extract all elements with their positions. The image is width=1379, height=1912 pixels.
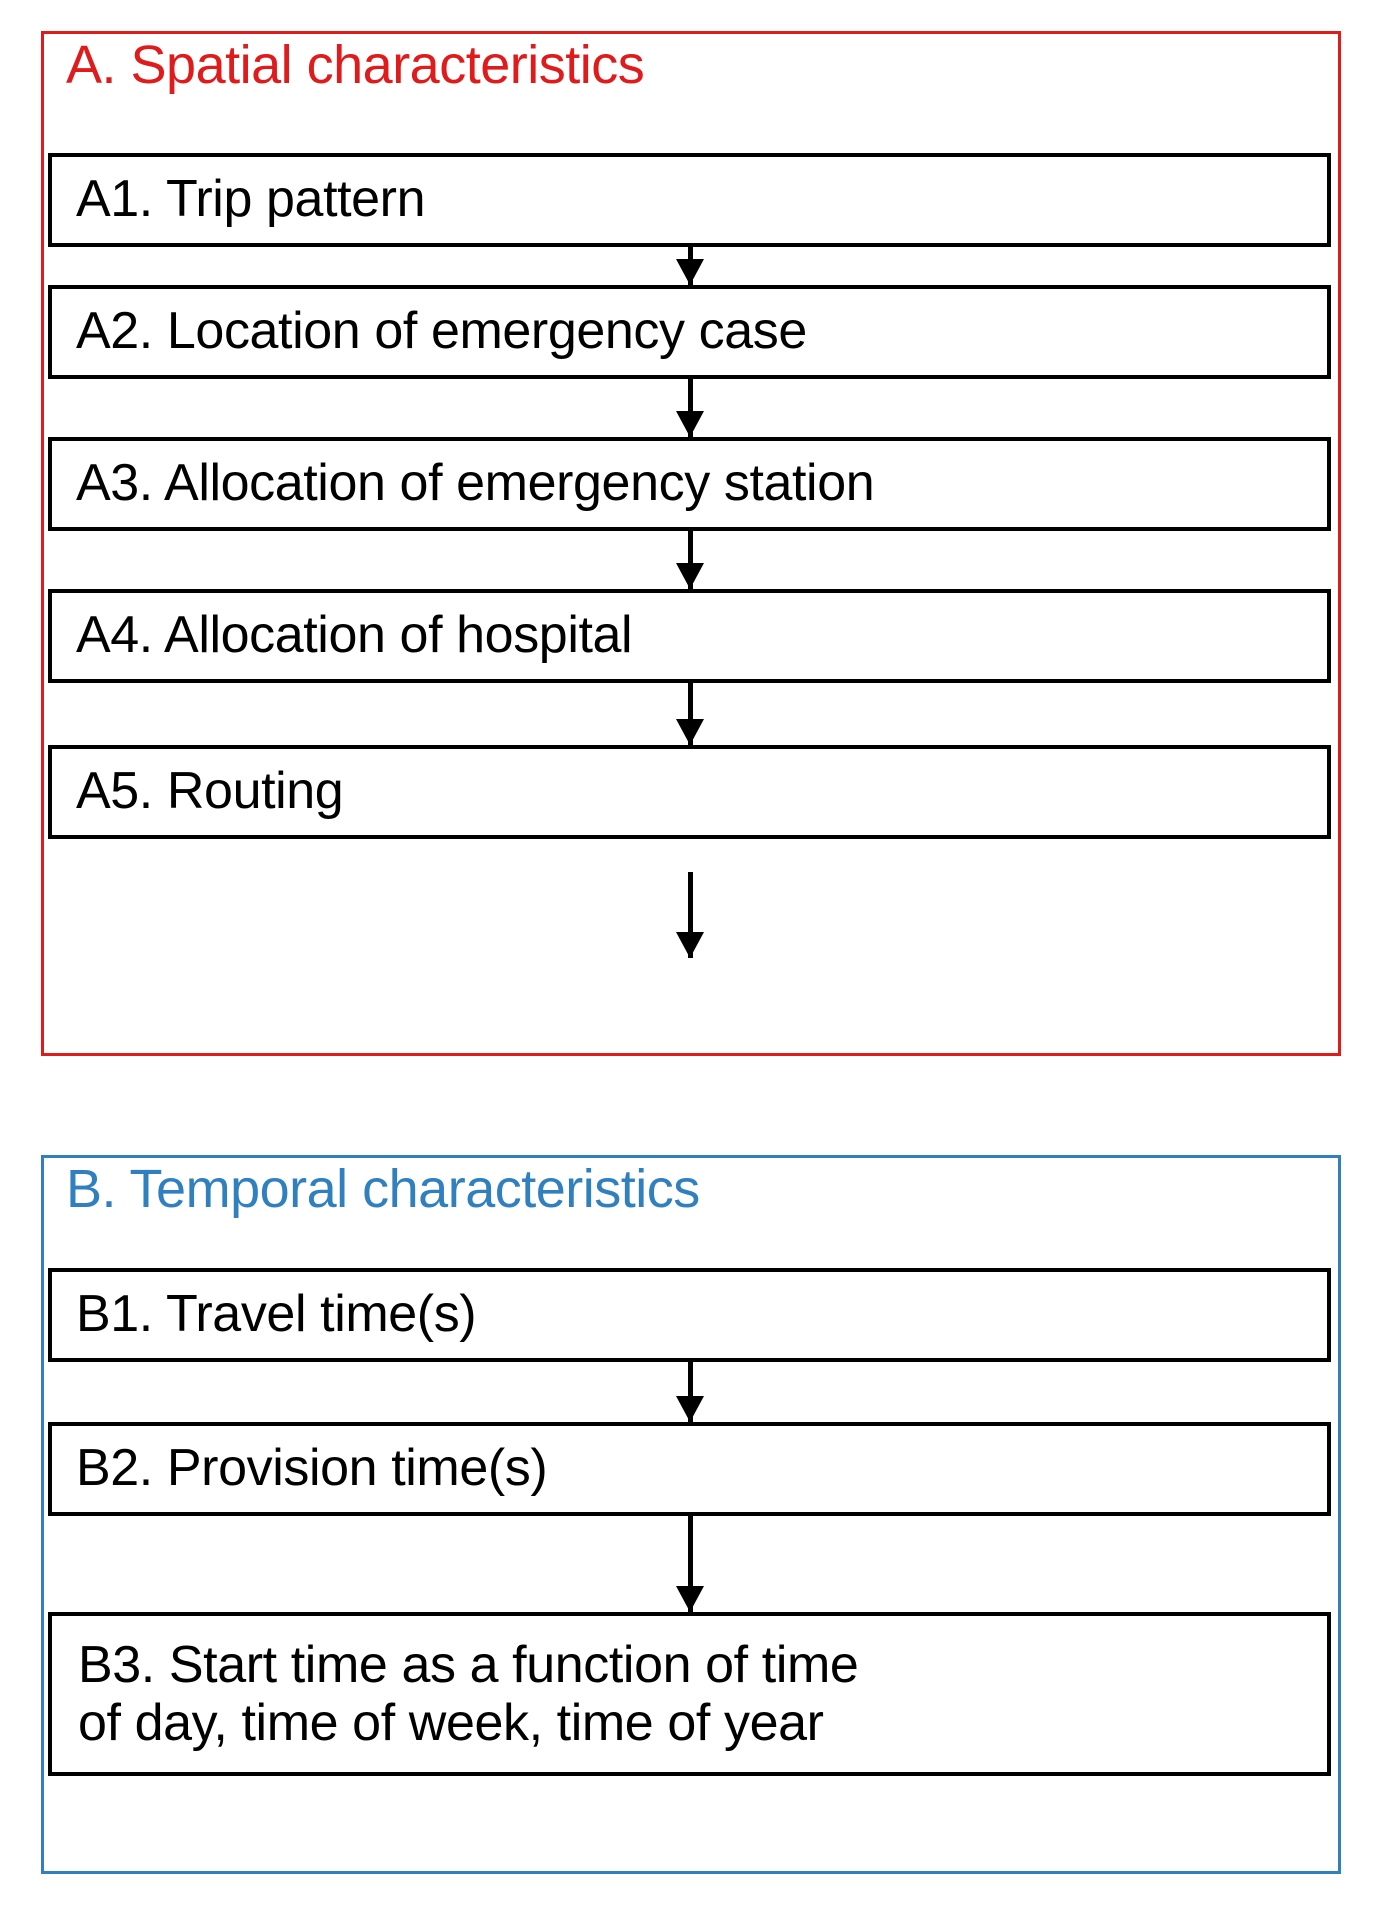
step-label-a2: A2. Location of emergency case (76, 302, 807, 361)
step-box-a4[interactable]: A4. Allocation of hospital (48, 589, 1331, 683)
step-label-b3: B3. Start time as a function of time of … (78, 1635, 859, 1752)
step-box-b3[interactable]: B3. Start time as a function of time of … (48, 1612, 1331, 1776)
step-label-a1: A1. Trip pattern (76, 170, 426, 229)
arrow-b1-b2-line (688, 1362, 693, 1422)
step-label-a4: A4. Allocation of hospital (76, 606, 633, 665)
step-label-b1: B1. Travel time(s) (76, 1285, 477, 1344)
arrow-a3-a4-line (688, 531, 693, 589)
arrow-a2-a3-line (688, 379, 693, 437)
arrow-groupa-groupb-head (676, 932, 704, 958)
arrow-a2-a3-head (676, 411, 704, 437)
step-box-b2[interactable]: B2. Provision time(s) (48, 1422, 1331, 1516)
group-title-temporal: B. Temporal characteristics (66, 1159, 700, 1219)
step-box-a5[interactable]: A5. Routing (48, 745, 1331, 839)
step-box-a1[interactable]: A1. Trip pattern (48, 153, 1331, 247)
arrow-a4-a5-line (688, 683, 693, 745)
group-title-spatial: A. Spatial characteristics (66, 35, 645, 95)
step-box-b1[interactable]: B1. Travel time(s) (48, 1268, 1331, 1362)
arrow-b1-b2-head (676, 1396, 704, 1422)
arrow-b2-b3-head (676, 1586, 704, 1612)
step-label-a5: A5. Routing (76, 762, 344, 821)
arrow-a4-a5-head (676, 719, 704, 745)
step-label-a3: A3. Allocation of emergency station (76, 454, 875, 513)
arrow-a3-a4-head (676, 563, 704, 589)
arrow-a1-a2-head (676, 259, 704, 285)
step-box-a2[interactable]: A2. Location of emergency case (48, 285, 1331, 379)
step-box-a3[interactable]: A3. Allocation of emergency station (48, 437, 1331, 531)
arrow-b2-b3-line (688, 1516, 693, 1612)
arrow-groupa-groupb-line (688, 872, 693, 958)
step-label-b2: B2. Provision time(s) (76, 1439, 548, 1498)
